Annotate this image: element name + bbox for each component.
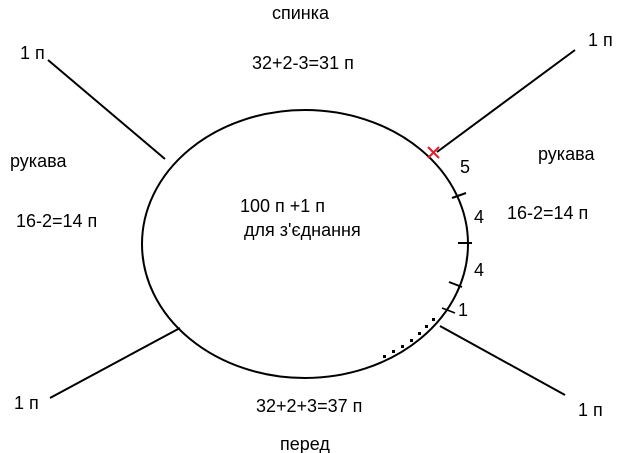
center-total-stitches: 100 п +1 п: [240, 196, 326, 216]
sleeve-left-title: рукава: [10, 151, 67, 171]
tick-mark-4: [441, 307, 456, 314]
yoke-circle: [141, 109, 469, 379]
back-formula: 32+2-3=31 п: [252, 53, 354, 73]
center-join-note: для з'єднання: [244, 220, 361, 240]
segment-count-1: 1: [458, 300, 469, 320]
segment-count-5: 5: [460, 157, 471, 177]
raglan-label-bottom-left: 1 п: [14, 393, 39, 413]
raglan-line-top-left: [47, 59, 166, 160]
sleeve-right-title: рукава: [538, 144, 595, 164]
raglan-line-bottom-left: [49, 327, 181, 399]
sleeve-right-formula: 16-2=14 п: [507, 203, 589, 223]
tick-mark-3: [448, 281, 463, 288]
raglan-label-top-left: 1 п: [20, 43, 45, 63]
raglan-line-top-right: [436, 49, 576, 153]
stitch-dots: [383, 318, 435, 358]
front-formula: 32+2+3=37 п: [256, 396, 363, 416]
raglan-label-bottom-right: 1 п: [578, 400, 603, 420]
raglan-line-bottom-right: [439, 325, 566, 396]
segment-count-4b: 4: [474, 260, 485, 280]
raglan-label-top-right: 1 п: [588, 30, 613, 50]
tick-mark-1: [451, 192, 467, 199]
sleeve-left-formula: 16-2=14 п: [16, 211, 98, 231]
front-title: перед: [280, 434, 330, 453]
segment-count-4a: 4: [474, 207, 485, 227]
back-title: спинка: [272, 3, 330, 23]
start-cross-marker: [427, 146, 440, 159]
